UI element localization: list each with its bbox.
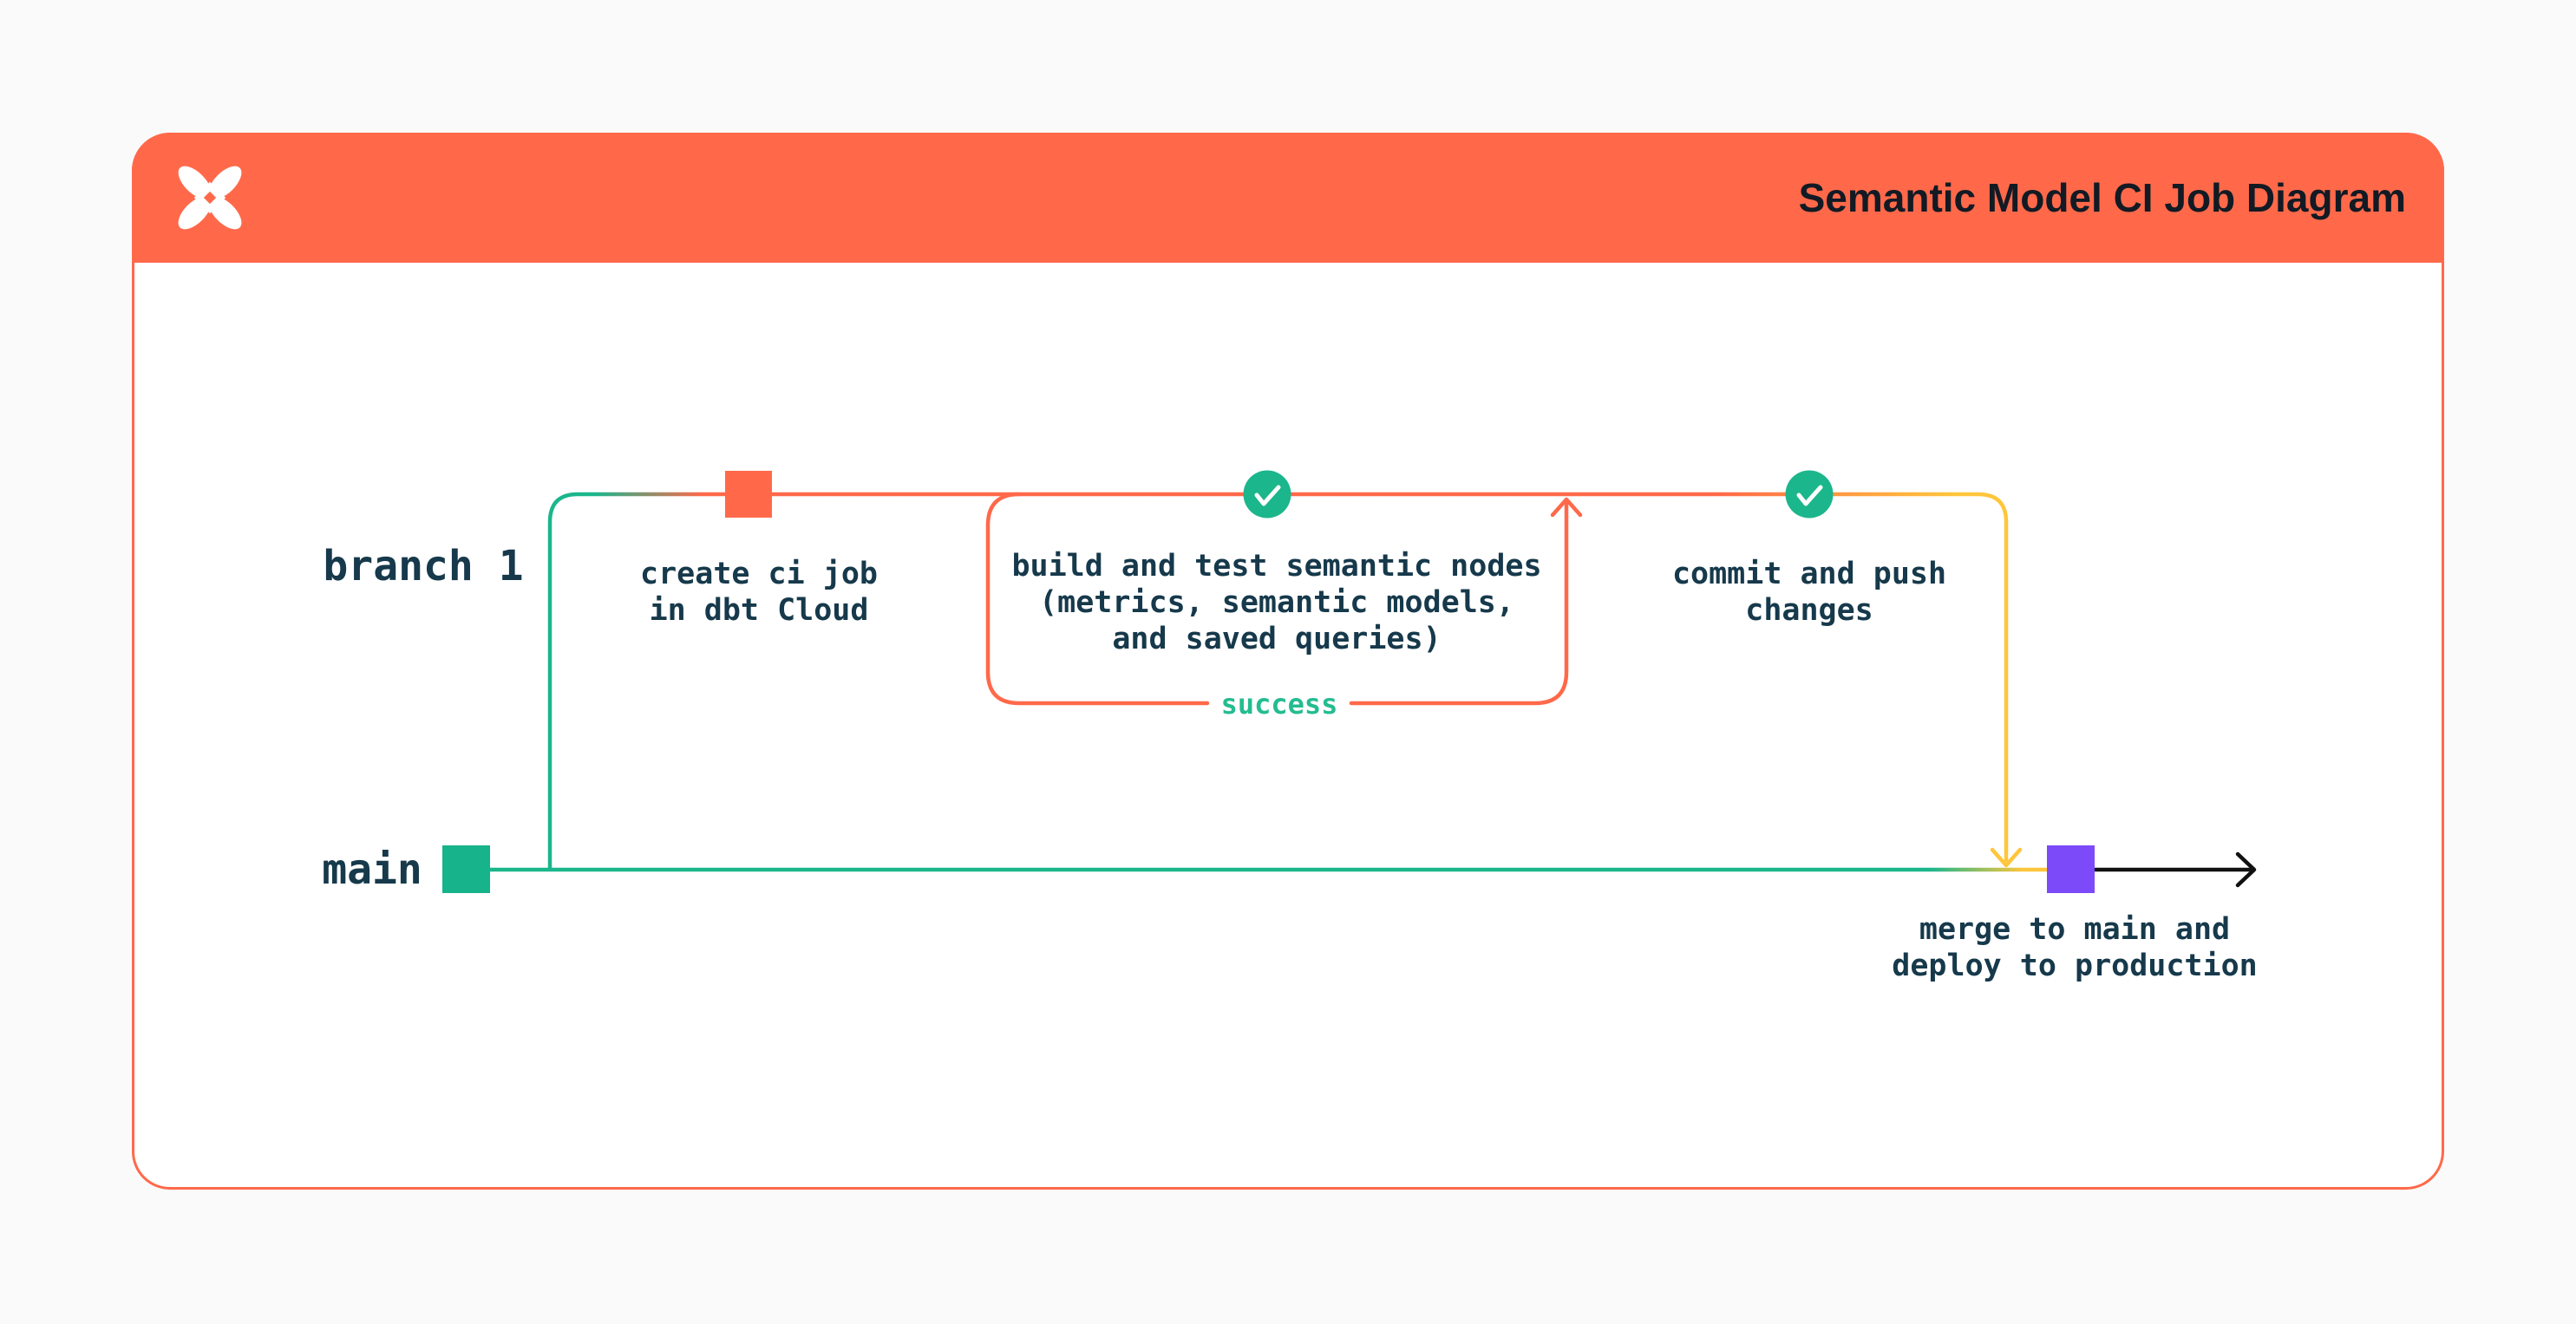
card-header: Semantic Model CI Job Diagram xyxy=(132,133,2444,263)
build-test-label: build and test semantic nodes (metrics, … xyxy=(1011,549,1542,656)
create-ci-job-label: create ci job in dbt Cloud xyxy=(640,557,878,628)
commit-push-label: commit and push changes xyxy=(1671,557,1947,628)
dbt-logo-icon xyxy=(178,166,242,230)
diagram-card: Semantic Model CI Job Diagram xyxy=(132,133,2444,1190)
branch-lane-label: branch 1 xyxy=(323,542,524,590)
main-lane-label: main xyxy=(322,845,422,894)
merge-deploy-label: merge to main and deploy to production xyxy=(1892,912,2258,983)
success-label: success xyxy=(1220,688,1338,721)
page-title: Semantic Model CI Job Diagram xyxy=(1798,175,2406,220)
